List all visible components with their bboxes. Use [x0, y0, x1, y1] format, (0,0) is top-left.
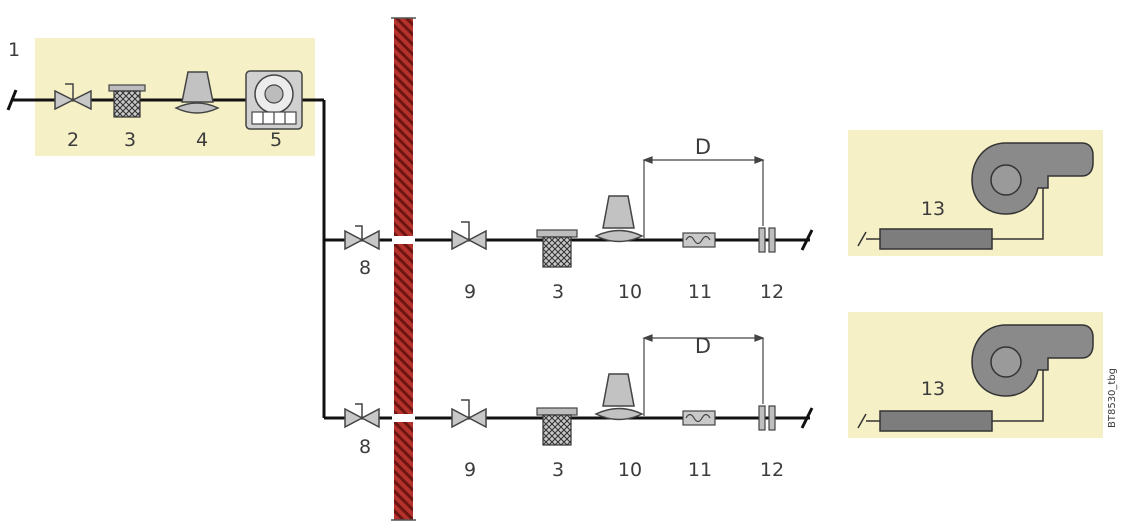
- label-8-upper: 8: [358, 257, 372, 279]
- burner-13-top: [857, 142, 1094, 250]
- regulator-10-symbol: [594, 195, 644, 243]
- label-10-upper: 10: [617, 281, 643, 303]
- label-10-lower: 10: [617, 459, 643, 481]
- label-13-lower: 13: [920, 378, 946, 400]
- label-12-upper: 12: [759, 281, 785, 303]
- label-11-lower: 11: [687, 459, 713, 481]
- label-11-upper: 11: [687, 281, 713, 303]
- shutoff-valve-8-symbol: [344, 225, 380, 251]
- burner-13-bottom: [857, 324, 1094, 432]
- label-3-upper: 3: [551, 281, 565, 303]
- label-d-lower: D: [694, 334, 712, 358]
- label-4: 4: [195, 129, 209, 151]
- main-valve-symbol: [54, 83, 92, 111]
- label-9-lower: 9: [463, 459, 477, 481]
- label-12-lower: 12: [759, 459, 785, 481]
- fire-wall: [391, 17, 416, 521]
- label-1: 1: [7, 39, 21, 61]
- branch-components-upper: [344, 156, 776, 268]
- label-d-upper: D: [694, 135, 712, 159]
- label-3-supply: 3: [123, 129, 137, 151]
- filter-symbol: [108, 84, 146, 118]
- distance-d-dimension: [642, 156, 765, 238]
- manual-valve-9-symbol: [451, 221, 487, 251]
- label-3-lower: 3: [551, 459, 565, 481]
- figure-code: BT8530_tbg: [1107, 367, 1118, 428]
- regulator-symbol: [174, 71, 220, 114]
- label-2: 2: [66, 129, 80, 151]
- label-9-upper: 9: [463, 281, 477, 303]
- label-8-lower: 8: [358, 436, 372, 458]
- label-5: 5: [269, 129, 283, 151]
- label-13-upper: 13: [920, 198, 946, 220]
- compensator-11-symbol: [682, 232, 716, 248]
- filter-3-symbol: [536, 229, 578, 268]
- gas-meter-symbol: [245, 70, 303, 130]
- flange-12-symbol: [758, 227, 776, 253]
